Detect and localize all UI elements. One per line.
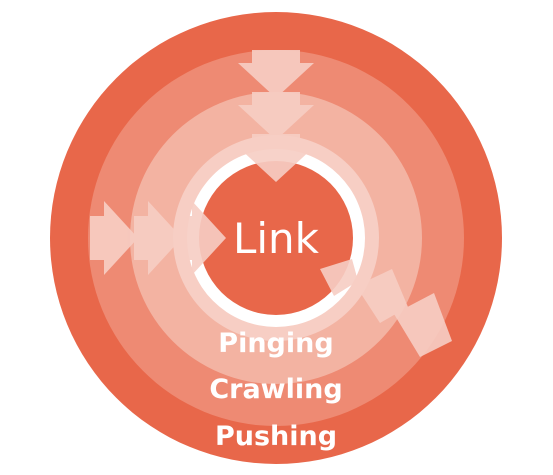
top-arrow-group: [238, 50, 314, 182]
bottom-right-arrow-group: [320, 259, 452, 357]
top-arrow-3: [238, 134, 314, 182]
left-arrow-2: [134, 201, 182, 275]
center-label: Link: [233, 214, 320, 263]
left-arrow-group: [90, 201, 226, 275]
top-arrow-1: [238, 50, 314, 98]
top-arrow-2: [238, 92, 314, 140]
bottom-right-arrow-2: [356, 269, 408, 323]
ring-label-crawling: Crawling: [209, 374, 342, 405]
bottom-right-arrow-3: [394, 293, 452, 357]
left-arrow-1: [90, 201, 138, 275]
bottom-right-arrow-1: [320, 259, 358, 296]
left-arrow-3: [178, 201, 226, 275]
center-disc: [199, 161, 353, 315]
ring-label-pushing: Pushing: [215, 421, 337, 452]
ring-label-pinging: Pinging: [218, 328, 333, 359]
